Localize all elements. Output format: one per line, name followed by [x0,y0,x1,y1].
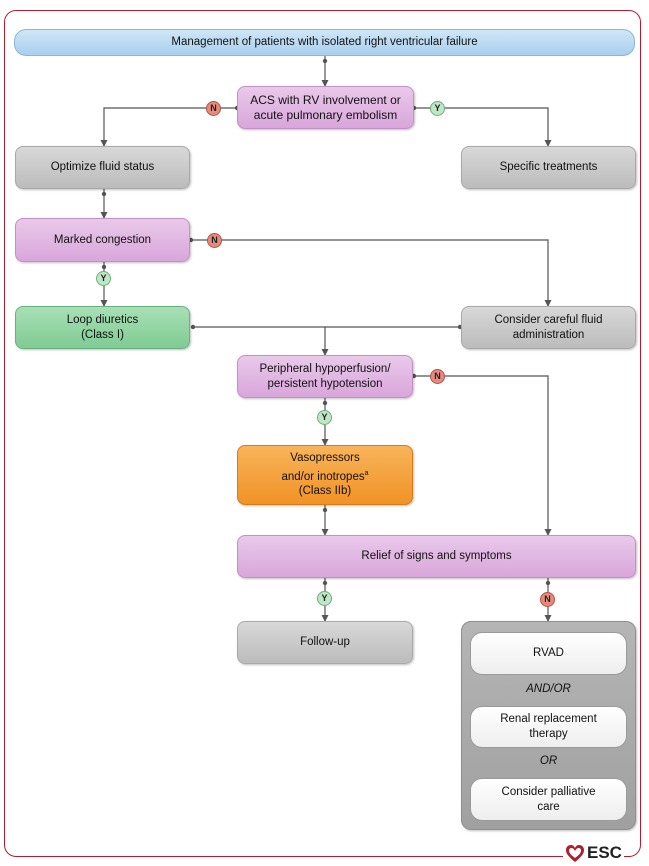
node-vasopressors-line2: and/or inotropesa [281,469,369,483]
badge-no-acs: N [206,101,221,116]
node-relief-text: Relief of signs and symptoms [361,550,512,562]
node-rvad: RVAD [470,632,627,675]
heart-icon [566,844,584,862]
connector-acs-yes [413,107,552,147]
node-hypoperfusion: Peripheral hypoperfusion/ persistent hyp… [237,355,413,398]
esc-logo: ESC [563,843,624,863]
figure-frame [4,10,641,857]
node-renal-replacement: Renal replacement therapy [470,706,627,748]
node-rvad-text: RVAD [533,647,564,659]
node-relief: Relief of signs and symptoms [237,535,636,578]
node-optimize-fluid: Optimize fluid status [15,146,190,189]
node-loop-diuretics-text: Loop diuretics (Class I) [66,313,139,341]
badge-yes-congestion: Y [96,271,111,286]
node-acs-text: ACS with RV involvement or acute pulmona… [250,92,401,122]
node-loop-diuretics: Loop diuretics (Class I) [15,306,190,349]
badge-no-hypoperfusion: N [430,369,445,384]
connector-loop-merge [192,326,329,356]
node-renal-replacement-text: Renal replacement therapy [500,713,597,740]
node-marked-congestion: Marked congestion [15,218,190,262]
badge-yes-acs: Y [430,101,445,116]
diagram-title: Management of patients with isolated rig… [14,29,635,56]
connector-congestion-no [190,239,552,307]
badge-yes-relief: Y [317,591,332,606]
node-acs: ACS with RV involvement or acute pulmona… [237,86,414,129]
node-vasopressors: Vasopressors and/or inotropesa (Class II… [237,445,413,505]
conjunction-and-or: AND/OR [526,683,571,695]
badge-no-relief: N [540,592,555,607]
node-vasopressors-line1: Vasopressors [290,451,360,464]
node-optimize-fluid-text: Optimize fluid status [50,161,155,173]
node-specific-treatments: Specific treatments [461,146,636,189]
node-hypoperfusion-text: Peripheral hypoperfusion/ persistent hyp… [259,362,391,390]
node-follow-up-text: Follow-up [300,636,350,648]
node-specific-treatments-text: Specific treatments [499,161,598,173]
footnote-marker: a [364,469,369,477]
conjunction-or: OR [539,755,558,767]
connector-hypo-no [413,375,552,536]
node-palliative-care: Consider palliative care [470,778,627,821]
node-fluid-administration: Consider careful fluid administration [461,306,636,349]
node-vasopressors-line3: (Class IIb) [298,485,352,498]
esc-logo-text: ESC [587,843,622,862]
node-palliative-care-text: Consider palliative care [501,785,596,813]
node-fluid-administration-text: Consider careful fluid administration [494,313,603,341]
node-follow-up: Follow-up [237,621,413,664]
diagram-title-text: Management of patients with isolated rig… [171,36,478,48]
node-marked-congestion-text: Marked congestion [53,233,152,246]
badge-no-congestion: N [207,233,222,248]
connector-acs-no [100,107,238,147]
badge-yes-hypoperfusion: Y [317,410,332,425]
